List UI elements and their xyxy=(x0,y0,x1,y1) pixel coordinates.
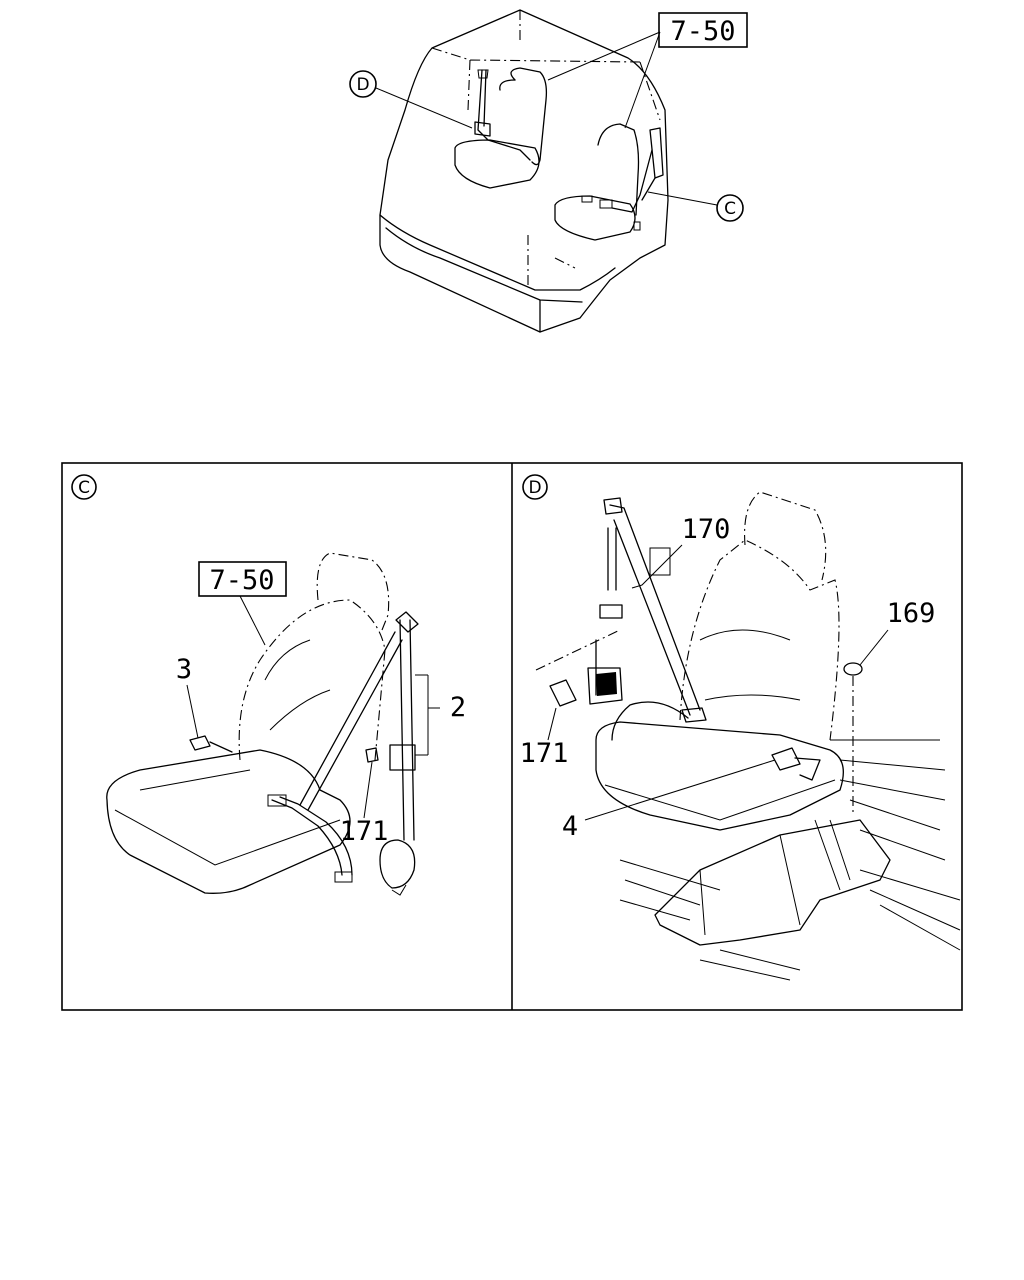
part-2-label: 2 xyxy=(450,692,466,723)
part-171-label-d: 171 xyxy=(520,738,569,769)
part-171-label-c: 171 xyxy=(340,816,389,847)
part-4-label: 4 xyxy=(562,811,578,842)
callout-c-overview: C xyxy=(724,199,736,219)
detail-d-view-label: D xyxy=(528,478,541,498)
part-169-label: 169 xyxy=(887,598,936,629)
ref-7-50-overview: 7-50 xyxy=(670,16,735,47)
ref-7-50-detail-c: 7-50 xyxy=(209,565,274,596)
detail-c-view-label: C xyxy=(78,478,90,498)
detail-c-view: C 7-50 3 2 171 xyxy=(71,474,466,896)
part-3-label: 3 xyxy=(176,654,192,685)
detail-d-view: D 170 1 xyxy=(520,474,961,981)
part-170-label: 170 xyxy=(682,514,731,545)
callout-d-overview: D xyxy=(356,75,369,95)
cab-overview: 7-50 D C xyxy=(349,9,748,333)
